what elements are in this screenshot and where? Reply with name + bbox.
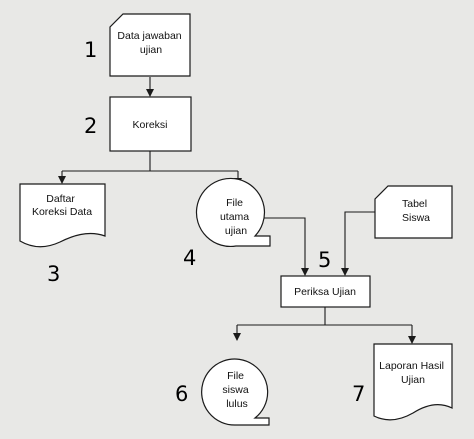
tape-shape (195, 177, 271, 248)
card-shape (374, 185, 453, 239)
step-number-4: 4 (183, 246, 196, 270)
step-number-2: 2 (84, 114, 97, 138)
node-tabel-siswa: Tabel Siswa (374, 185, 453, 239)
step-number-1: 1 (84, 38, 97, 62)
tape-shape (201, 358, 270, 426)
step-number-6: 6 (175, 382, 188, 406)
step-number-7: 7 (352, 382, 365, 406)
node-laporan-hasil-label: Laporan Hasil Ujian (379, 360, 447, 386)
label-line: Data jawaban (117, 30, 181, 42)
node-daftar-koreksi-label: Daftar Koreksi Data (32, 193, 92, 218)
process-shape (109, 96, 192, 152)
label-line: ujian (140, 44, 162, 56)
step-number-3: 3 (47, 262, 60, 286)
label-line: lulus (226, 398, 248, 410)
label-line: Tabel (402, 198, 427, 210)
step-number-5: 5 (318, 248, 331, 272)
edge-file-utama-to-periksa (255, 217, 309, 276)
process-shape (280, 275, 371, 308)
document-shape (373, 343, 453, 421)
node-file-siswa-lulus-label: File siswa lulus (222, 370, 251, 410)
label-line: utama (220, 211, 249, 223)
connectors (58, 77, 416, 344)
label-line: ujian (225, 225, 247, 237)
label-line: File (227, 370, 244, 382)
label-line: siswa (222, 384, 248, 396)
node-file-utama: File utama ujian (195, 177, 271, 248)
node-laporan-hasil: Laporan Hasil Ujian (373, 343, 453, 421)
document-shape (19, 183, 106, 248)
label-line: Koreksi Data (32, 206, 92, 218)
label-line: Koreksi (132, 119, 167, 131)
node-koreksi: Koreksi (109, 96, 192, 152)
label-line: Periksa Ujian (294, 286, 356, 298)
edge-tabel-siswa-to-periksa (341, 211, 375, 276)
label-line: Siswa (402, 212, 430, 224)
label-line: Laporan Hasil (379, 360, 444, 372)
label-line: Ujian (401, 374, 425, 386)
node-daftar-koreksi: Daftar Koreksi Data (19, 183, 106, 248)
node-file-siswa-lulus: File siswa lulus (201, 358, 270, 426)
label-line: Daftar (46, 193, 75, 205)
label-line: File (226, 197, 243, 209)
node-tabel-siswa-label: Tabel Siswa (402, 198, 430, 224)
node-periksa-ujian-label: Periksa Ujian (294, 286, 356, 298)
node-data-jawaban: Data jawaban ujian (109, 13, 191, 77)
node-periksa-ujian: Periksa Ujian (280, 275, 371, 308)
card-shape (109, 13, 191, 77)
node-data-jawaban-label: Data jawaban ujian (117, 30, 184, 56)
step-numbers: 1 2 3 4 5 6 7 (47, 38, 365, 406)
node-file-utama-label: File utama ujian (220, 197, 252, 237)
node-koreksi-label: Koreksi (132, 119, 167, 131)
